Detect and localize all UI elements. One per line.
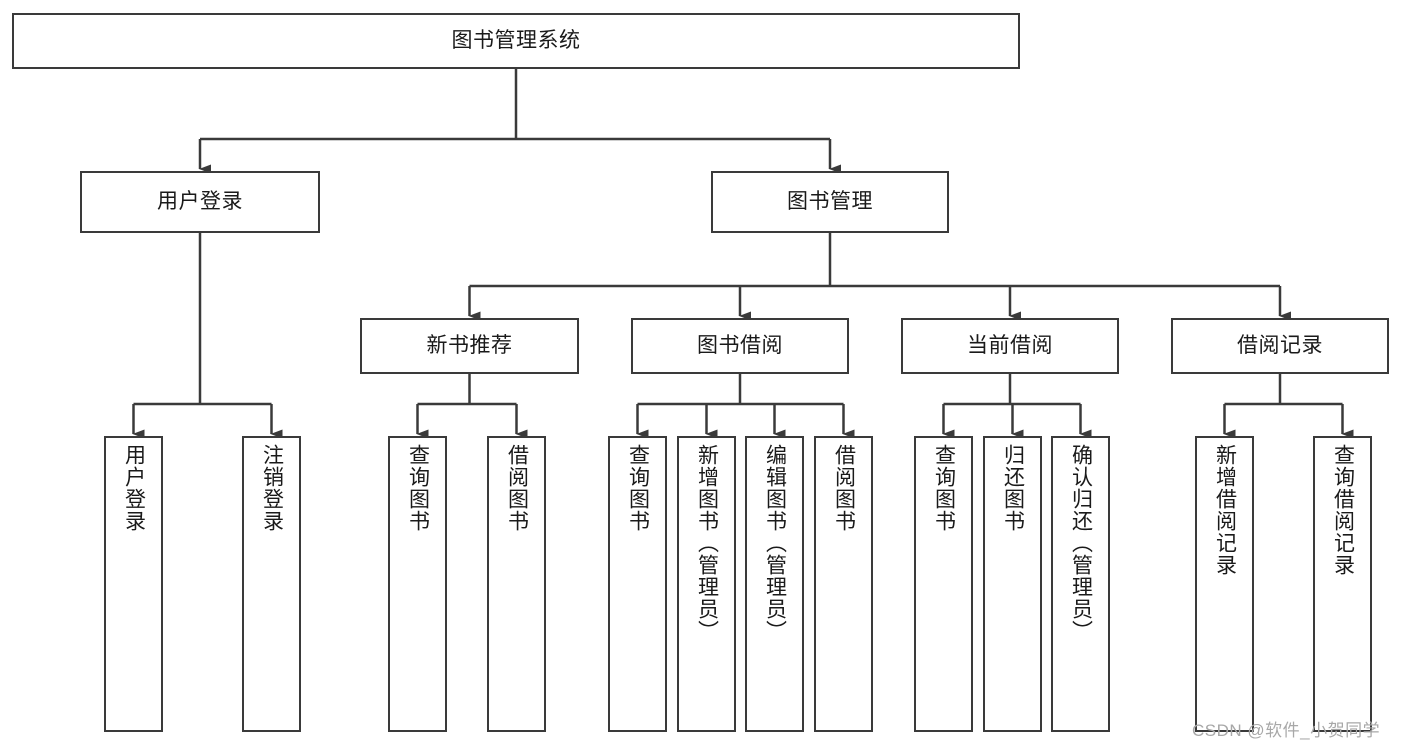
node-label-leaf-user-login: 用户登录 (122, 444, 146, 532)
node-leaf-logout[interactable]: 注销登录 (242, 436, 301, 732)
node-label-root: 图书管理系统 (451, 28, 581, 52)
node-book-borrow[interactable]: 图书借阅 (631, 318, 849, 374)
node-label-leaf-query-record: 查询借阅记录 (1331, 444, 1355, 576)
node-label-leaf-query-book: 查询图书 (626, 444, 650, 532)
node-label-new-book-rec: 新书推荐 (426, 333, 513, 357)
node-leaf-borrow-book-rec[interactable]: 借阅图书 (487, 436, 546, 732)
node-user-login[interactable]: 用户登录 (80, 171, 320, 233)
node-leaf-query-book[interactable]: 查询图书 (608, 436, 667, 732)
node-current-borrow[interactable]: 当前借阅 (901, 318, 1119, 374)
node-label-leaf-add-record: 新增借阅记录 (1213, 444, 1237, 576)
node-label-current-borrow: 当前借阅 (967, 333, 1053, 357)
node-label-leaf-confirm-return: 确认归还（管理员） (1069, 444, 1093, 642)
node-leaf-query-book-cur[interactable]: 查询图书 (914, 436, 973, 732)
node-root[interactable]: 图书管理系统 (12, 13, 1020, 69)
node-label-book-manage: 图书管理 (787, 189, 873, 213)
node-book-manage[interactable]: 图书管理 (711, 171, 949, 233)
node-leaf-add-record[interactable]: 新增借阅记录 (1195, 436, 1254, 732)
node-borrow-record[interactable]: 借阅记录 (1171, 318, 1389, 374)
node-label-leaf-borrow-book: 借阅图书 (832, 444, 856, 532)
node-label-leaf-return-book: 归还图书 (1001, 444, 1025, 532)
node-label-book-borrow: 图书借阅 (697, 333, 783, 357)
node-label-leaf-query-book-cur: 查询图书 (932, 444, 956, 532)
node-label-leaf-add-book: 新增图书（管理员） (695, 444, 719, 642)
node-label-leaf-logout: 注销登录 (260, 444, 284, 532)
node-leaf-confirm-return[interactable]: 确认归还（管理员） (1051, 436, 1110, 732)
node-label-leaf-query-book-rec: 查询图书 (406, 444, 430, 532)
node-leaf-return-book[interactable]: 归还图书 (983, 436, 1042, 732)
node-label-leaf-edit-book: 编辑图书（管理员） (763, 444, 787, 642)
node-leaf-add-book[interactable]: 新增图书（管理员） (677, 436, 736, 732)
node-leaf-user-login[interactable]: 用户登录 (104, 436, 163, 732)
node-leaf-edit-book[interactable]: 编辑图书（管理员） (745, 436, 804, 732)
node-leaf-query-record[interactable]: 查询借阅记录 (1313, 436, 1372, 732)
node-label-borrow-record: 借阅记录 (1237, 333, 1323, 357)
node-label-user-login: 用户登录 (157, 189, 243, 213)
node-leaf-borrow-book[interactable]: 借阅图书 (814, 436, 873, 732)
edge-group (132, 69, 1354, 439)
node-leaf-query-book-rec[interactable]: 查询图书 (388, 436, 447, 732)
node-new-book-rec[interactable]: 新书推荐 (360, 318, 579, 374)
node-label-leaf-borrow-book-rec: 借阅图书 (505, 444, 529, 532)
